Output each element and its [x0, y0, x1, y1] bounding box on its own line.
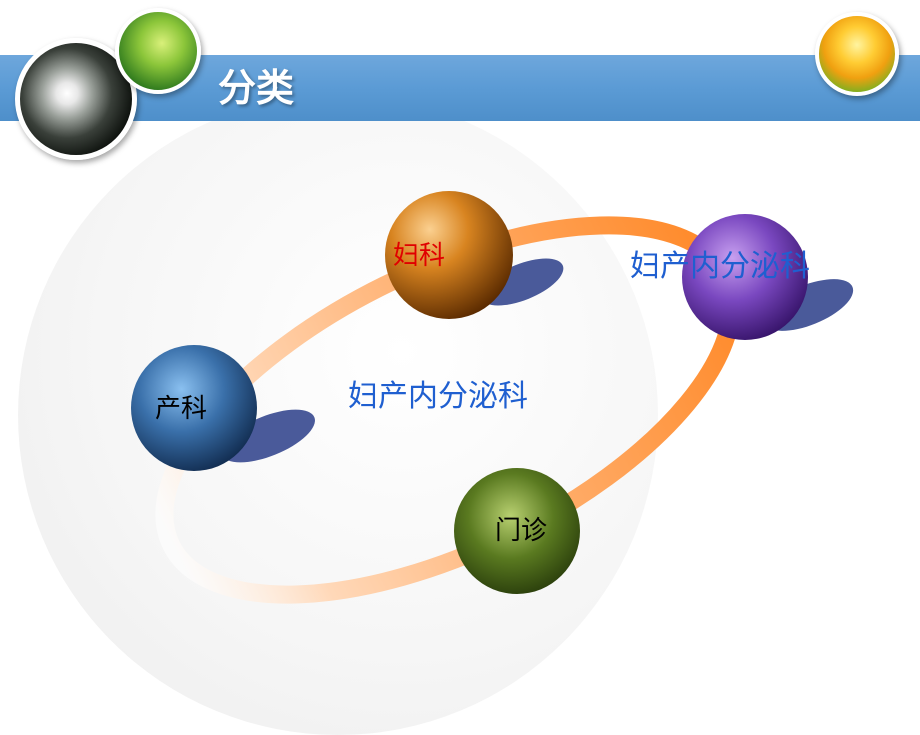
slide-title: 分类 — [218, 66, 295, 110]
node-label-endocrine: 妇产内分泌科 — [630, 249, 810, 284]
green-leaf-photo-icon — [115, 8, 201, 94]
node-label-obstetrics: 产科 — [155, 394, 208, 424]
node-shadow-obstetrics — [221, 409, 315, 463]
node-label-gynecology: 妇科 — [393, 241, 446, 271]
background-circle — [18, 95, 658, 735]
node-sphere-outpatient — [454, 468, 580, 594]
orbit-diagram — [131, 191, 854, 604]
yellow-tulip-photo-icon — [815, 12, 899, 96]
node-sphere-endocrine — [682, 214, 808, 340]
center-label: 妇产内分泌科 — [348, 379, 528, 414]
node-sphere-obstetrics — [131, 345, 257, 471]
node-label-outpatient: 门诊 — [495, 516, 548, 546]
node-sphere-gynecology — [385, 191, 513, 319]
node-shadow-gynecology — [480, 258, 564, 306]
